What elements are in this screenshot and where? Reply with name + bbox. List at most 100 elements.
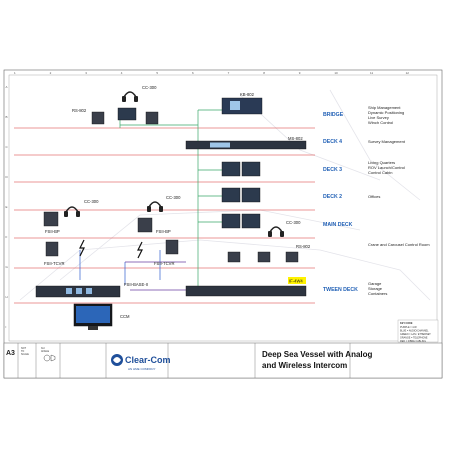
- brand-tagline: AN HME COMPANY: [128, 367, 155, 371]
- desc-tween-3: Containers: [368, 291, 387, 296]
- sheet-size: A3: [6, 350, 15, 357]
- main-station-icon: [185, 140, 307, 150]
- cc300-top-label: CC-300: [142, 85, 157, 90]
- grid-row-label: I: [6, 325, 7, 329]
- speaker-station-icon: [117, 107, 137, 121]
- scale-line1: NOT: [21, 347, 27, 350]
- grid-column-label: 6: [192, 71, 194, 75]
- desc-tween-2: Storage: [368, 286, 383, 291]
- beltpack-icon: [145, 111, 159, 125]
- speaker-station-icon: [241, 187, 261, 203]
- deck-label-deck4: DECK 4: [323, 139, 342, 145]
- monitor-screen-icon: [76, 306, 110, 323]
- transceiver-icon: [45, 241, 59, 257]
- drawing-title-line2: and Wireless Intercom: [262, 361, 347, 370]
- projection-icon: [43, 354, 56, 362]
- grid-row-label: H: [6, 295, 8, 299]
- desc-deck2-1: Offices: [368, 194, 380, 199]
- scale-line2: TO: [21, 350, 24, 353]
- clearcom-logo-mark-icon: [113, 357, 121, 363]
- grid-row-label: D: [6, 175, 9, 179]
- rs802-main-label: RS-802: [296, 244, 311, 249]
- grid-column-label: 11: [370, 71, 373, 75]
- keypanel-display-icon: [230, 101, 240, 110]
- beltpack-icon: [227, 251, 241, 263]
- angle-line1: 3rd: [41, 347, 45, 350]
- keypanel-icon: [221, 97, 263, 115]
- key-item-red: RED = FIBRE CABLING: [400, 340, 426, 343]
- desc-bridge-4: Winch Control: [368, 120, 393, 125]
- ccm-label: CCM: [120, 314, 130, 319]
- grid-column-label: 9: [299, 71, 301, 75]
- key-item-green: GREEN = LAN / ETHERNET: [400, 333, 431, 336]
- desc-deck4-1: Survey Management: [368, 139, 406, 144]
- deck4-devices: MS-802: [185, 136, 307, 150]
- deck-labels: BRIDGE DECK 4 DECK 3 DECK 2 MAIN DECK TW…: [323, 112, 358, 293]
- base-station-display-icon: [66, 288, 72, 294]
- ifw-highlight: [288, 277, 306, 284]
- desc-deck3-1: Living Quarters: [368, 160, 395, 165]
- grid-column-label: 5: [156, 71, 158, 75]
- wireless-devices: CC-300 CC-300 FSII-BP FSII-BP FSII-TCVR …: [35, 195, 307, 330]
- speaker-station-icon: [241, 161, 261, 177]
- cc300-mid-label: CC-300: [166, 195, 181, 200]
- desc-bridge-2: Dynamic Positioning: [368, 110, 404, 115]
- desc-bridge-3: Live Survey: [368, 115, 389, 120]
- wireless-beltpack-icon: [137, 217, 153, 233]
- headset-icon: [268, 226, 284, 237]
- main-station-display-icon: [210, 142, 230, 148]
- deck-label-bridge: BRIDGE: [323, 112, 344, 118]
- cc300-left-label: CC-300: [84, 199, 99, 204]
- key-item-purple: PURPLE = 4-W: [400, 326, 417, 329]
- key-item-blue: BLUE = AUDIO/CHANNEL: [400, 330, 429, 333]
- grid-column-label: 10: [334, 71, 338, 75]
- angle-line2: ANGLE: [41, 350, 50, 353]
- fsbp-left-label: FSII-BP: [45, 229, 60, 234]
- cc300-main-label: CC-300: [286, 220, 301, 225]
- grid-column-label: 2: [50, 71, 52, 75]
- deck-descriptions: Ship Management Dynamic Positioning Live…: [368, 105, 430, 296]
- desc-main-1: Crane and Carousel Control Room: [368, 242, 430, 247]
- deck-label-tween: TWEEN DECK: [323, 287, 358, 293]
- fstcvr-left-label: FSII-TCVR: [44, 261, 64, 266]
- speaker-station-icon: [221, 213, 241, 229]
- beltpack-icon: [285, 251, 299, 263]
- headset-icon: [122, 91, 138, 102]
- drawing-title-line1: Deep Sea Vessel with Analog: [262, 350, 373, 359]
- desc-deck3-3: Control Cabin: [368, 170, 392, 175]
- desc-deck3-2: ROV Launch/Control: [368, 165, 405, 170]
- desc-bridge-1: Ship Management: [368, 105, 401, 110]
- fstcvr-mid-label: FSII-TCVR: [154, 261, 174, 266]
- grid-column-label: 3: [85, 71, 87, 75]
- base-label: FSII-BASE-II: [124, 282, 148, 287]
- brand-name: Clear-Com: [125, 355, 171, 365]
- beltpack-icon: [91, 111, 105, 125]
- fsbp-mid-label: FSII-BP: [156, 229, 171, 234]
- grid-row-label: A: [6, 85, 8, 89]
- kb802-label: KB-802: [240, 92, 255, 97]
- grid-column-label: 7: [228, 71, 230, 75]
- grid-row-label: B: [6, 115, 8, 119]
- main-deck-devices: CC-300 RS-802: [221, 213, 311, 263]
- monitor-stand-icon: [88, 326, 98, 330]
- deck-label-main: MAIN DECK: [323, 222, 353, 228]
- rs802-top-label: RS-802: [72, 108, 87, 113]
- speaker-station-icon: [241, 213, 261, 229]
- interface-frame-icon: [185, 285, 307, 297]
- ms802-label: MS-802: [288, 136, 303, 141]
- transceiver-icon: [165, 239, 179, 255]
- grid-row-label: C: [6, 145, 9, 149]
- deck-label-deck2: DECK 2: [323, 194, 342, 200]
- grid-column-label: 8: [263, 71, 265, 75]
- grid-row-label: E: [6, 205, 8, 209]
- bridge-devices: CC-300 RS-802 KB-802: [72, 85, 263, 125]
- ifw-label: IF-4W4: [289, 279, 303, 284]
- deck2-devices: [221, 187, 261, 203]
- headset-icon: [147, 201, 163, 212]
- grid-column-label: 12: [406, 71, 410, 75]
- key-title: KEY CODE: [400, 322, 413, 325]
- deck3-devices: [221, 161, 261, 177]
